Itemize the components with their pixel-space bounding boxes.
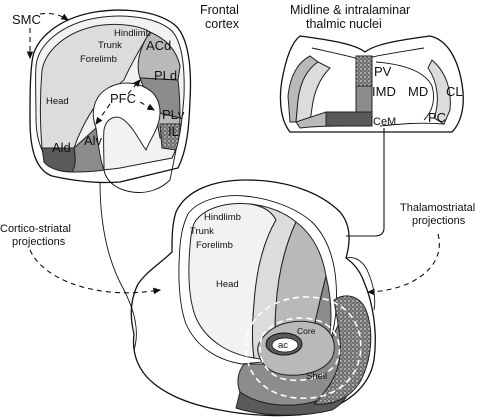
pfc-arrow-right — [139, 101, 155, 111]
frontal-title-1: Frontal — [200, 3, 239, 17]
label-cortico-1: Cortico-striatal — [0, 223, 71, 235]
thalamus-projection-line — [346, 128, 385, 237]
label-md: MD — [408, 84, 428, 99]
thalamus-band-right — [427, 59, 451, 125]
frontal-cortex-section: Frontal cortex SMC Hindlimb Trunk Foreli… — [12, 3, 240, 193]
label-pv: PV — [374, 64, 392, 79]
cortico-striatal-arrow — [29, 249, 162, 295]
projections-section: Cortico-striatal projections Thalamostri… — [0, 202, 475, 296]
label-shell: Shell — [306, 371, 327, 382]
label-striatum-hindlimb: Hindlimb — [204, 212, 241, 223]
region-pv — [355, 55, 373, 87]
label-striatum-forelimb: Forelimb — [196, 240, 233, 251]
label-cortex-trunk: Trunk — [98, 40, 122, 51]
thalamus-pc-boundary — [379, 122, 445, 127]
accumbens-boundary-outer — [245, 296, 362, 400]
region-il — [159, 123, 181, 151]
pfc-arrow-up — [127, 79, 141, 95]
caudate-outline — [178, 195, 337, 365]
pfc-arrow-down — [95, 103, 111, 125]
label-pfc: PFC — [110, 91, 136, 106]
label-cem: CeM — [373, 116, 396, 128]
thalamus-section: Midline & intralaminar thalmic nuclei PV… — [279, 3, 464, 237]
label-ac: ac — [278, 340, 288, 351]
region-cem — [325, 111, 373, 127]
label-core: Core — [297, 326, 316, 336]
label-cortex-head: Head — [46, 96, 69, 107]
cortex-descending-contour — [99, 181, 137, 351]
label-thalamo-2: projections — [412, 215, 466, 227]
striatum-lateral-contour — [345, 257, 376, 311]
thalamus-title-2: thalmic nuclei — [306, 17, 382, 31]
label-cortico-2: projections — [12, 236, 66, 248]
label-alv: Alv — [84, 133, 103, 148]
thalamus-outline — [279, 35, 464, 133]
thalamus-title-1: Midline & intralaminar — [290, 3, 410, 17]
frontal-outline — [29, 9, 192, 184]
striatum-section: Hindlimb Trunk Forelimb Head Core ac She… — [99, 179, 376, 417]
anterior-commissure-inner — [271, 337, 299, 353]
label-cortex-forelimb: Forelimb — [80, 54, 117, 65]
label-ald: Ald — [52, 140, 71, 155]
thalamus-band-left-light — [295, 61, 331, 123]
label-acd: ACd — [146, 38, 171, 53]
thalamostriatal-arrow — [366, 233, 440, 296]
label-smc: SMC — [12, 12, 41, 27]
label-thalamo-1: Thalamostriatal — [400, 202, 475, 214]
label-pc: PC — [428, 110, 446, 125]
label-cl: CL — [446, 84, 463, 99]
frontal-medial-extension — [103, 149, 177, 193]
label-plv: PLv — [162, 107, 185, 122]
thalamus-md-boundary — [375, 61, 435, 121]
label-striatum-head: Head — [216, 279, 239, 290]
label-cortex-hindlimb: Hindlimb — [114, 28, 151, 39]
smc-arrow-top — [39, 12, 69, 21]
region-imd — [355, 85, 373, 113]
region-somatotopic — [40, 23, 151, 149]
frontal-title-2: cortex — [205, 17, 240, 31]
label-il: IL — [168, 124, 179, 139]
label-pld: PLd — [154, 68, 177, 83]
label-striatum-trunk: Trunk — [190, 226, 214, 237]
accumbens-boundary-inner — [259, 317, 341, 382]
label-imd: IMD — [372, 84, 396, 99]
